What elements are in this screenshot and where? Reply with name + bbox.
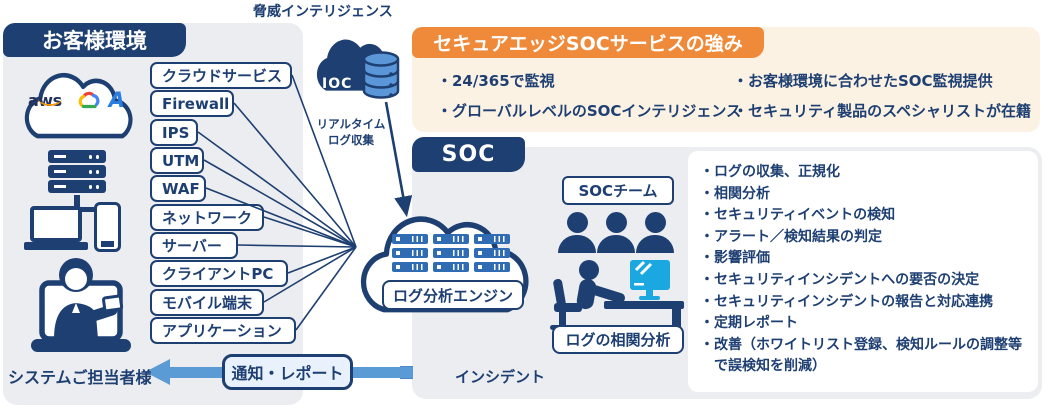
log-source-item: WAF (150, 175, 206, 202)
soc-task: ・セキュリティインシデントへの要否の決定 (700, 271, 980, 288)
soc-task: ・アラート／検知結果の判定 (700, 228, 882, 245)
connector-line (295, 246, 357, 331)
log-source-item: クライアントPC (150, 260, 288, 287)
notify-arrowhead-icon (145, 359, 170, 385)
customer-cloud-icon (24, 72, 133, 139)
server-rack-icon (48, 150, 106, 212)
analysis-server-racks-icon (392, 234, 510, 272)
soc-tasks-box: ・ログの収集、正規化 ・相関分析 ・セキュリティイベントの検知 ・アラート／検知… (688, 151, 1038, 392)
log-analysis-engine-label: ログ分析エンジン (382, 280, 524, 310)
log-source-item: ネットワーク (150, 204, 264, 231)
customer-environment-title: お客様環境 (3, 23, 186, 57)
soc-task: ・セキュリティイベントの検知 (700, 207, 896, 224)
soc-task: ・改善（ホワイトリスト登録、検知ルールの調整等で誤検知を削減） (700, 336, 1022, 375)
soc-task: ・定期レポート (700, 315, 798, 332)
soc-team-label: SOCチーム (562, 176, 674, 205)
strengths-left-column: ・24/365で監視 ・グローバルレベルのSOCインテリジェンス (437, 70, 741, 121)
log-source-item: IPS (150, 119, 198, 146)
soc-task: ・ログの収集、正規化 (700, 164, 840, 180)
strengths-title: セキュアエッジSOCサービスの強み (412, 27, 764, 58)
threat-intel-title: 脅威インテリジェンス (253, 4, 393, 20)
operator-at-laptop-icon (31, 258, 131, 352)
incident-label: インシデント (455, 368, 546, 386)
soc-task: ・セキュリティインシデントの報告と対応連携 (700, 293, 994, 310)
strength-item: ・お客様環境に合わせたSOC監視提供 (733, 72, 993, 90)
soc-team-icon (556, 212, 674, 253)
analyst-at-desk-icon (550, 260, 684, 330)
google-cloud-logo (78, 91, 100, 109)
strength-item: ・セキュリティ製品のスペシャリストが在籍 (733, 102, 1032, 120)
phone-icon (94, 202, 121, 252)
soc-title: SOC (412, 137, 525, 172)
ioc-label: IOC (322, 76, 353, 92)
log-correlation-label: ログの相関分析 (552, 325, 684, 354)
soc-task: ・相関分析 (700, 185, 770, 202)
log-source-item: Firewall (150, 90, 234, 117)
soc-task: ・影響評価 (700, 250, 770, 267)
log-source-item: クラウドサービス (150, 62, 292, 89)
azure-logo: A (108, 88, 125, 112)
log-source-item: UTM (150, 147, 204, 174)
notify-report-label: 通知・レポート (222, 354, 353, 390)
system-manager-label: システムご担当者様 (8, 368, 152, 387)
strengths-right-column: ・お客様環境に合わせたSOC監視提供 ・セキュリティ製品のスペシャリストが在籍 (733, 70, 1031, 121)
log-source-item: モバイル端末 (150, 289, 264, 316)
cloud-provider-logos: aws A (28, 88, 125, 112)
strength-item: ・グローバルレベルのSOCインテリジェンス (437, 102, 742, 120)
log-source-item: アプリケーション (150, 317, 296, 344)
ioc-database-icon (362, 51, 400, 99)
strength-item: ・24/365で監視 (437, 72, 555, 90)
realtime-log-label: リアルタイム ログ収集 (316, 117, 386, 147)
log-source-item: サーバー (150, 232, 238, 259)
